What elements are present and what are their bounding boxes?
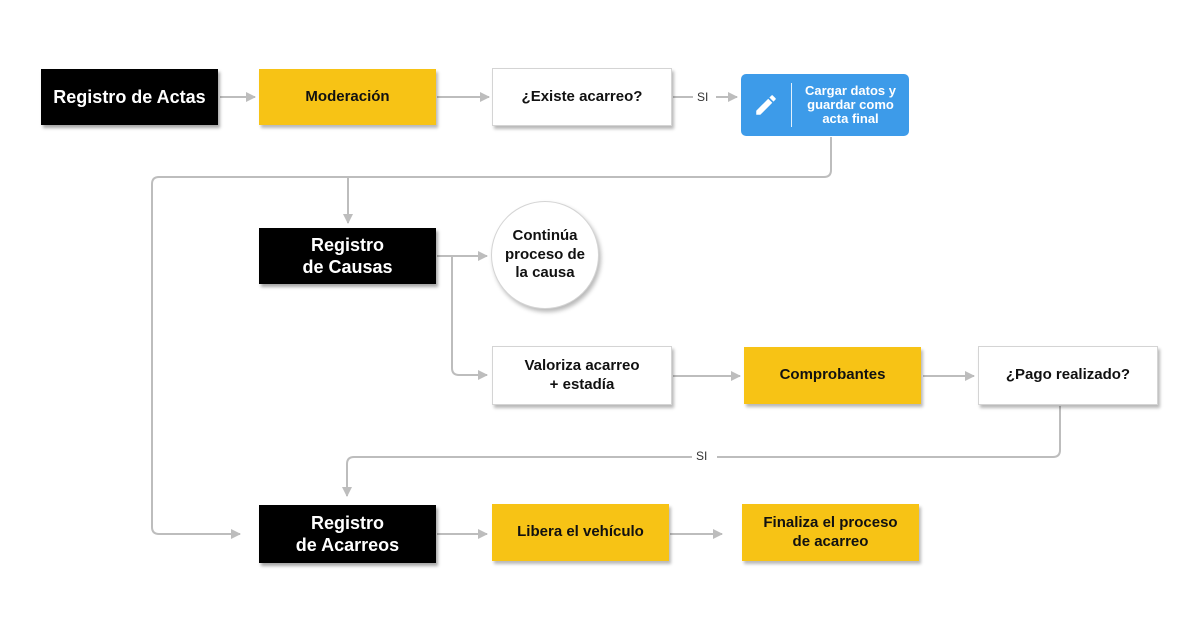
registro-acarreos-line-1: Registro [310, 512, 384, 533]
arrow-si-acarreos [342, 456, 692, 497]
finaliza-proceso-label: Finaliza el proceso de acarreo [763, 514, 897, 552]
valoriza-line-1: Valoriza acarreo [524, 356, 640, 374]
existe-acarreo-label: ¿Existe acarreo? [521, 87, 643, 105]
arrow-pago-si-right [717, 406, 1061, 458]
edge-label-si-bottom: SI [692, 449, 712, 463]
pago-realizado-decision: ¿Pago realizado? [978, 346, 1158, 405]
continua-proceso-circle: Continúa proceso de la causa [491, 201, 599, 309]
valoriza-acarreo-label: Valoriza acarreo + estadía [524, 357, 639, 395]
registro-causas-box: Registro de Causas [259, 228, 436, 284]
finaliza-line-1: Finaliza el proceso [763, 513, 898, 531]
moderacion-label: Moderación [305, 87, 390, 105]
registro-acarreos-box: Registro de Acarreos [259, 505, 436, 563]
cargar-datos-line-1: Cargar datos y [804, 82, 897, 98]
comprobantes-label: Comprobantes [779, 366, 886, 384]
libera-vehiculo-label: Libera el vehículo [517, 523, 644, 541]
arrow-causas-valoriza [451, 256, 488, 380]
continua-line-2: proceso de [504, 245, 586, 263]
cargar-datos-line-3: acta final [822, 111, 879, 127]
cargar-datos-separator [791, 83, 792, 127]
pago-realizado-label: ¿Pago realizado? [1005, 366, 1131, 384]
continua-line-1: Continúa [512, 226, 578, 244]
registro-causas-line-1: Registro [310, 234, 384, 255]
existe-acarreo-decision: ¿Existe acarreo? [492, 68, 672, 126]
registro-actas-box: Registro de Actas [41, 69, 218, 125]
arrow-cargar-loop [151, 137, 832, 539]
registro-acarreos-label: Registro de Acarreos [296, 512, 399, 557]
cargar-datos-box: Cargar datos y guardar como acta final [741, 74, 909, 136]
libera-vehiculo-box: Libera el vehículo [492, 504, 669, 561]
cargar-datos-line-2: guardar como [807, 96, 894, 112]
registro-causas-label: Registro de Causas [302, 234, 392, 279]
registro-actas-label: Registro de Actas [53, 86, 206, 107]
continua-proceso-label: Continúa proceso de la causa [505, 227, 585, 283]
registro-causas-line-2: de Causas [302, 257, 393, 277]
comprobantes-box: Comprobantes [744, 347, 921, 404]
finaliza-line-2: de acarreo [792, 532, 869, 550]
cargar-datos-label: Cargar datos y guardar como acta final [792, 82, 909, 127]
moderacion-box: Moderación [259, 69, 436, 125]
edge-label-si-top: SI [693, 90, 713, 104]
continua-line-3: la causa [515, 264, 575, 282]
registro-acarreos-line-2: de Acarreos [295, 535, 400, 555]
finaliza-proceso-box: Finaliza el proceso de acarreo [742, 504, 919, 561]
valoriza-line-2: + estadía [549, 375, 615, 393]
valoriza-acarreo-box: Valoriza acarreo + estadía [492, 346, 672, 405]
pencil-icon [741, 74, 791, 136]
